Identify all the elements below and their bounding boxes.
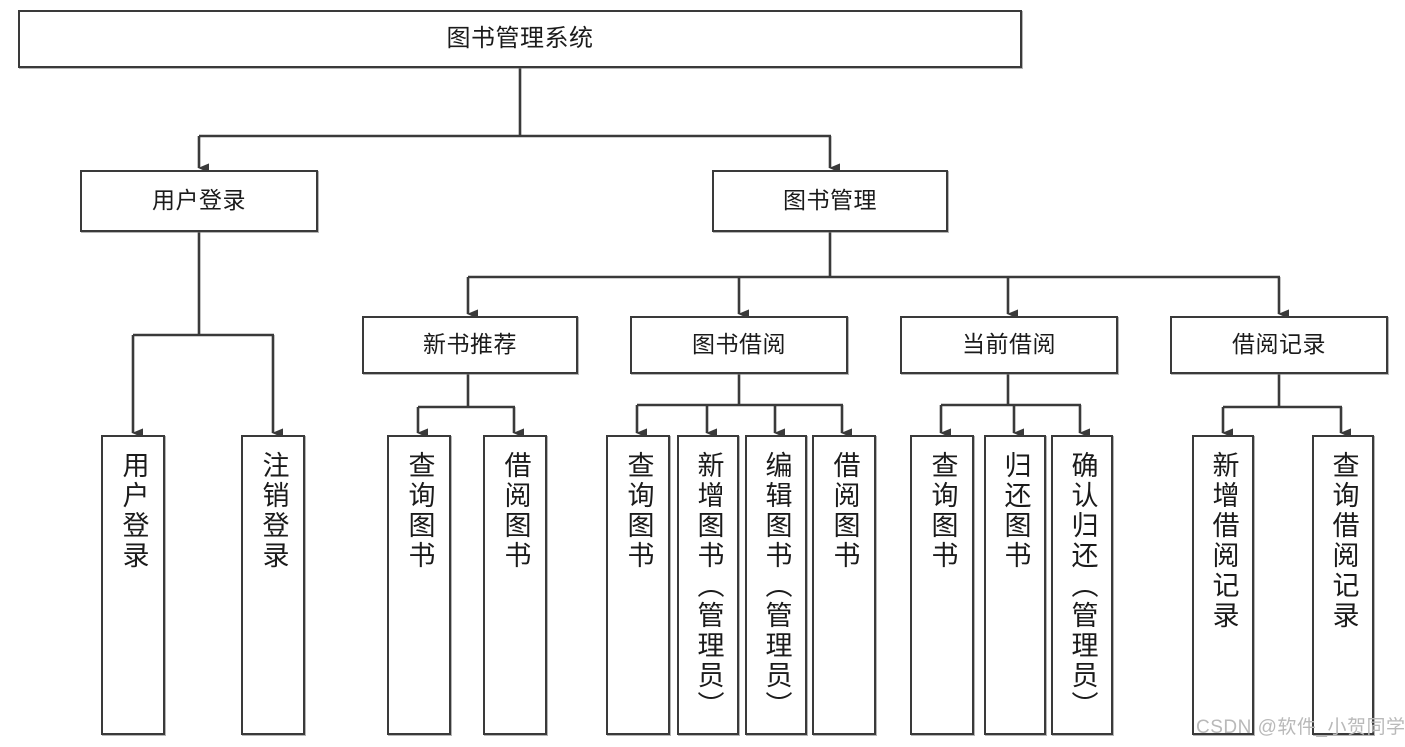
node-leaf-bb-edit-book[interactable]: 编辑图书（管理员） bbox=[745, 435, 807, 735]
node-new-book-rec[interactable]: 新书推荐 bbox=[362, 316, 578, 374]
node-leaf-bb-query-book-label: 查询图书 bbox=[623, 451, 654, 571]
node-leaf-cb-return-book[interactable]: 归还图书 bbox=[984, 435, 1046, 735]
node-current-borrow[interactable]: 当前借阅 bbox=[900, 316, 1118, 374]
node-leaf-user-login[interactable]: 用户登录 bbox=[101, 435, 165, 735]
node-book-manage-label: 图书管理 bbox=[783, 187, 877, 214]
node-book-borrow-label: 图书借阅 bbox=[692, 331, 786, 358]
node-leaf-br-add-record-label: 新增借阅记录 bbox=[1208, 451, 1239, 631]
node-book-borrow[interactable]: 图书借阅 bbox=[630, 316, 848, 374]
node-leaf-user-logout[interactable]: 注销登录 bbox=[241, 435, 305, 735]
node-root-label: 图书管理系统 bbox=[446, 24, 594, 52]
node-leaf-bb-add-book-label: 新增图书（管理员） bbox=[693, 451, 724, 721]
node-leaf-user-logout-label: 注销登录 bbox=[258, 451, 289, 571]
node-root[interactable]: 图书管理系统 bbox=[18, 10, 1022, 68]
node-leaf-rec-query-book-label: 查询图书 bbox=[404, 451, 435, 571]
node-leaf-rec-borrow-book[interactable]: 借阅图书 bbox=[483, 435, 547, 735]
node-leaf-cb-query-book[interactable]: 查询图书 bbox=[910, 435, 974, 735]
node-leaf-cb-return-book-label: 归还图书 bbox=[1000, 451, 1031, 571]
node-leaf-bb-add-book[interactable]: 新增图书（管理员） bbox=[677, 435, 739, 735]
node-leaf-br-add-record[interactable]: 新增借阅记录 bbox=[1192, 435, 1254, 735]
node-borrow-record[interactable]: 借阅记录 bbox=[1170, 316, 1388, 374]
node-leaf-user-login-label: 用户登录 bbox=[118, 451, 149, 571]
node-current-borrow-label: 当前借阅 bbox=[962, 331, 1056, 358]
node-leaf-cb-confirm-return-label: 确认归还（管理员） bbox=[1067, 451, 1098, 721]
csdn-watermark: CSDN @软件_小贺同学 bbox=[1196, 717, 1405, 738]
node-leaf-br-query-record-label: 查询借阅记录 bbox=[1328, 451, 1359, 631]
node-borrow-record-label: 借阅记录 bbox=[1232, 331, 1326, 358]
node-user-login[interactable]: 用户登录 bbox=[80, 170, 318, 232]
node-leaf-cb-query-book-label: 查询图书 bbox=[927, 451, 958, 571]
node-leaf-bb-query-book[interactable]: 查询图书 bbox=[606, 435, 670, 735]
node-user-login-label: 用户登录 bbox=[152, 187, 246, 214]
node-new-book-rec-label: 新书推荐 bbox=[423, 331, 517, 358]
node-leaf-bb-borrow-book[interactable]: 借阅图书 bbox=[812, 435, 876, 735]
node-leaf-cb-confirm-return[interactable]: 确认归还（管理员） bbox=[1051, 435, 1113, 735]
node-leaf-rec-borrow-book-label: 借阅图书 bbox=[500, 451, 531, 571]
node-book-manage[interactable]: 图书管理 bbox=[712, 170, 948, 232]
node-leaf-rec-query-book[interactable]: 查询图书 bbox=[387, 435, 451, 735]
node-leaf-br-query-record[interactable]: 查询借阅记录 bbox=[1312, 435, 1374, 735]
node-leaf-bb-edit-book-label: 编辑图书（管理员） bbox=[761, 451, 792, 721]
node-leaf-bb-borrow-book-label: 借阅图书 bbox=[829, 451, 860, 571]
